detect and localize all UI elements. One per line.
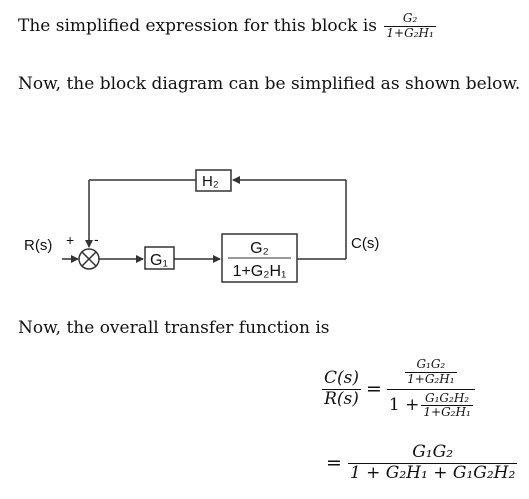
inner2-den: 1+G₂H₁: [423, 405, 471, 420]
intro-fraction: G₂ 1+G₂H₁: [384, 11, 436, 41]
block-diagram: R(s) C(s) + - G₁ H₂ G₂ 1+G₂H₁: [24, 169, 379, 283]
block-g1-label: G₁: [150, 252, 168, 269]
intro-sentence: The simplified expression for this block…: [18, 15, 378, 36]
final-num: G₁G₂: [412, 442, 454, 462]
minus-sign: -: [94, 231, 99, 247]
one-plus: 1 +: [388, 395, 420, 416]
equation-line-2: = G₁G₂ 1 + G₂H₁ + G₁G₂H₂: [326, 442, 518, 483]
output-label: C(s): [351, 235, 379, 252]
block-g1: [144, 246, 175, 270]
rhs-complex-fraction: G₁G₂ 1+G₂H₁ 1 + G₁G₂H₂ 1+G₂H₁: [386, 357, 475, 421]
block-mid-den: 1+G₂H₁: [233, 263, 287, 280]
equals-sign-2: =: [326, 452, 342, 475]
intro-frac-num: G₂: [402, 11, 418, 25]
lhs-den: R(s): [324, 388, 359, 409]
statement-text: Now, the block diagram can be simplified…: [18, 74, 521, 94]
inner-den: 1+G₂H₁: [407, 371, 455, 386]
summing-junction: [78, 248, 100, 270]
block-h2-label: H₂: [202, 173, 219, 190]
final-fraction: G₁G₂ 1 + G₂H₁ + G₁G₂H₂: [347, 442, 518, 483]
inner2-num: G₁G₂H₂: [425, 390, 470, 405]
final-den: 1 + G₂H₁ + G₁G₂H₂: [349, 462, 516, 483]
conclusion-text: Now, the overall transfer function is: [18, 318, 330, 338]
inner-num: G₁G₂: [416, 357, 446, 371]
equation-line-1: C(s) R(s) = G₁G₂ 1+G₂H₁ 1 + G₁G₂H₂ 1+G₂H…: [322, 357, 475, 421]
lhs-num: C(s): [324, 368, 359, 389]
rhs-numerator-fraction: G₁G₂ 1+G₂H₁: [405, 357, 457, 387]
equals-sign-1: =: [366, 378, 382, 401]
intro-line: The simplified expression for this block…: [18, 11, 436, 41]
plus-sign: +: [66, 232, 74, 248]
intro-frac-den: 1+G₂H₁: [386, 25, 434, 40]
input-label: R(s): [24, 237, 52, 254]
rhs-denominator-fraction: G₁G₂H₂ 1+G₂H₁: [421, 390, 473, 421]
block-mid-num: G₂: [250, 240, 269, 257]
lhs-fraction: C(s) R(s): [322, 368, 361, 409]
